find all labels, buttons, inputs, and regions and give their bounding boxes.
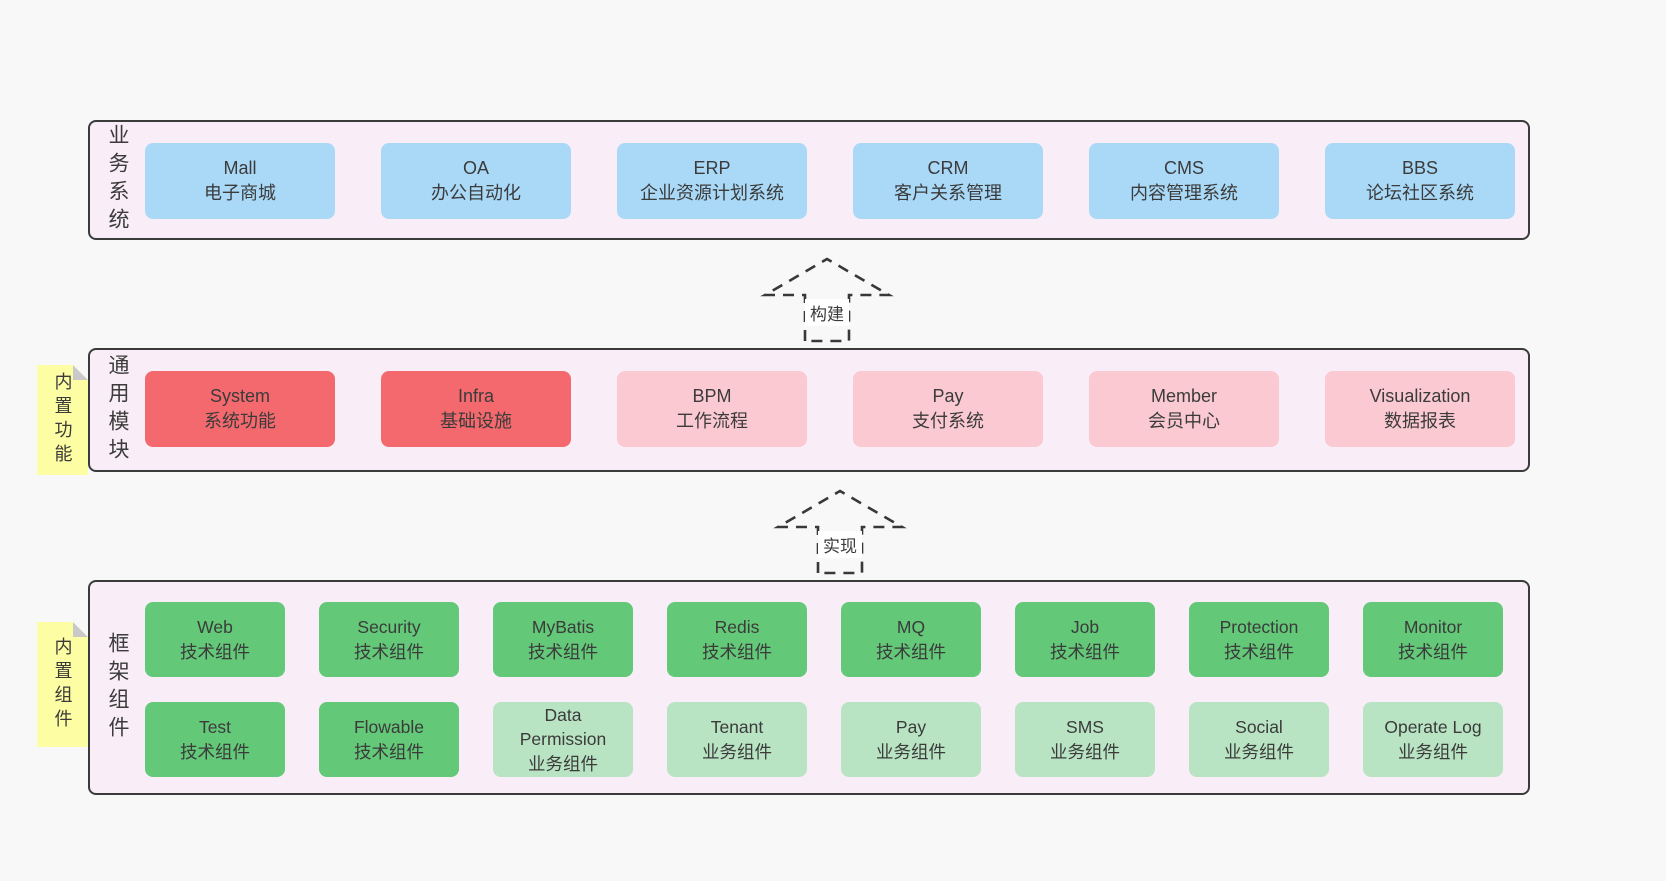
box-operate-log: Operate Log 业务组件 [1363, 702, 1503, 777]
box-member: Member 会员中心 [1089, 371, 1279, 447]
arrow-build-label: 构建 [805, 299, 849, 326]
box-infra: Infra 基础设施 [381, 371, 571, 447]
dashed-up-arrow-icon [773, 489, 907, 575]
box-cms: CMS 内容管理系统 [1089, 143, 1279, 219]
box-oa: OA 办公自动化 [381, 143, 571, 219]
section-framework-components: 框架组件 Web 技术组件 Security 技术组件 MyBatis 技术组件… [88, 580, 1530, 795]
box-security: Security 技术组件 [319, 602, 459, 677]
box-crm: CRM 客户关系管理 [853, 143, 1043, 219]
dashed-up-arrow-icon [760, 257, 894, 343]
box-system: System 系统功能 [145, 371, 335, 447]
section-label-modules: 通用模块 [106, 354, 129, 466]
box-job: Job 技术组件 [1015, 602, 1155, 677]
box-sms: SMS 业务组件 [1015, 702, 1155, 777]
box-erp: ERP 企业资源计划系统 [617, 143, 807, 219]
section-label-components: 框架组件 [106, 631, 129, 744]
box-bbs: BBS 论坛社区系统 [1325, 143, 1515, 219]
box-redis: Redis 技术组件 [667, 602, 807, 677]
components-row-2: Test 技术组件 Flowable 技术组件 Data Permission … [145, 702, 1503, 777]
box-visualization: Visualization 数据报表 [1325, 371, 1515, 447]
box-bpm: BPM 工作流程 [617, 371, 807, 447]
sticky-note-builtin-functions: 内置功能 [37, 365, 88, 475]
components-row-1: Web 技术组件 Security 技术组件 MyBatis 技术组件 Redi… [145, 602, 1503, 677]
arrow-build: 构建 [757, 255, 897, 343]
box-social: Social 业务组件 [1189, 702, 1329, 777]
box-monitor: Monitor 技术组件 [1363, 602, 1503, 677]
box-mybatis: MyBatis 技术组件 [493, 602, 633, 677]
box-pay-component: Pay 业务组件 [841, 702, 981, 777]
box-tenant: Tenant 业务组件 [667, 702, 807, 777]
section-business-systems: 业务系统 Mall 电子商城 OA 办公自动化 ERP 企业资源计划系统 CRM… [88, 120, 1530, 240]
box-mall: Mall 电子商城 [145, 143, 335, 219]
business-box-row: Mall 电子商城 OA 办公自动化 ERP 企业资源计划系统 CRM 客户关系… [145, 143, 1515, 219]
box-pay-module: Pay 支付系统 [853, 371, 1043, 447]
modules-box-row: System 系统功能 Infra 基础设施 BPM 工作流程 Pay 支付系统… [145, 371, 1515, 447]
arrow-implement: 实现 [770, 487, 910, 575]
section-label-business: 业务系统 [106, 124, 129, 236]
box-data-permission: Data Permission 业务组件 [493, 702, 633, 777]
box-test: Test 技术组件 [145, 702, 285, 777]
section-common-modules: 通用模块 System 系统功能 Infra 基础设施 BPM 工作流程 Pay… [88, 348, 1530, 472]
box-protection: Protection 技术组件 [1189, 602, 1329, 677]
box-mq: MQ 技术组件 [841, 602, 981, 677]
box-web: Web 技术组件 [145, 602, 285, 677]
note-fold-icon [73, 622, 88, 637]
arrow-implement-label: 实现 [818, 531, 862, 558]
sticky-note-builtin-components: 内置组件 [37, 622, 88, 747]
box-flowable: Flowable 技术组件 [319, 702, 459, 777]
